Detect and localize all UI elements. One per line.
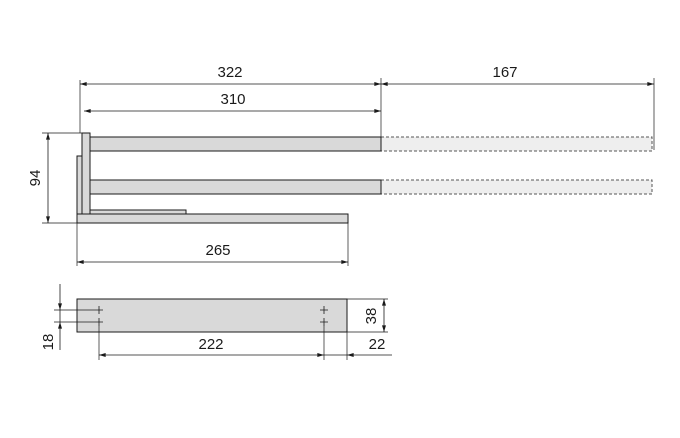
dim-hole-offset: 18 (40, 284, 62, 351)
top-extension-lines (42, 78, 655, 266)
label-222: 222 (198, 336, 223, 353)
base-slider (85, 209, 187, 215)
lower-bar-extended (380, 179, 653, 195)
dim-edge-offset: 22 (324, 336, 392, 357)
dim-hole-spacing: 222 (99, 336, 324, 357)
label-18: 18 (40, 334, 57, 351)
label-94: 94 (27, 170, 44, 187)
dim-overall-length: 322 (80, 64, 381, 86)
label-22: 22 (369, 336, 386, 353)
label-265: 265 (205, 242, 230, 259)
dim-base-length: 265 (77, 242, 348, 264)
label-38: 38 (363, 308, 380, 325)
dim-bar-length: 310 (84, 91, 381, 113)
dim-extension: 167 (381, 64, 654, 86)
mount-bracket (81, 132, 91, 215)
mounting-plate-view (76, 298, 348, 333)
dim-plate-height: 38 (363, 299, 386, 332)
label-167: 167 (492, 64, 517, 81)
dim-height: 94 (27, 133, 50, 223)
base-rail (76, 213, 349, 224)
label-310: 310 (220, 91, 245, 108)
upper-bar-extended (380, 136, 653, 152)
upper-bar (88, 136, 382, 152)
lower-bar (88, 179, 382, 195)
label-322: 322 (217, 64, 242, 81)
rail-side-view (76, 132, 653, 224)
hole-marks (95, 306, 328, 326)
mounting-plate (76, 298, 348, 333)
